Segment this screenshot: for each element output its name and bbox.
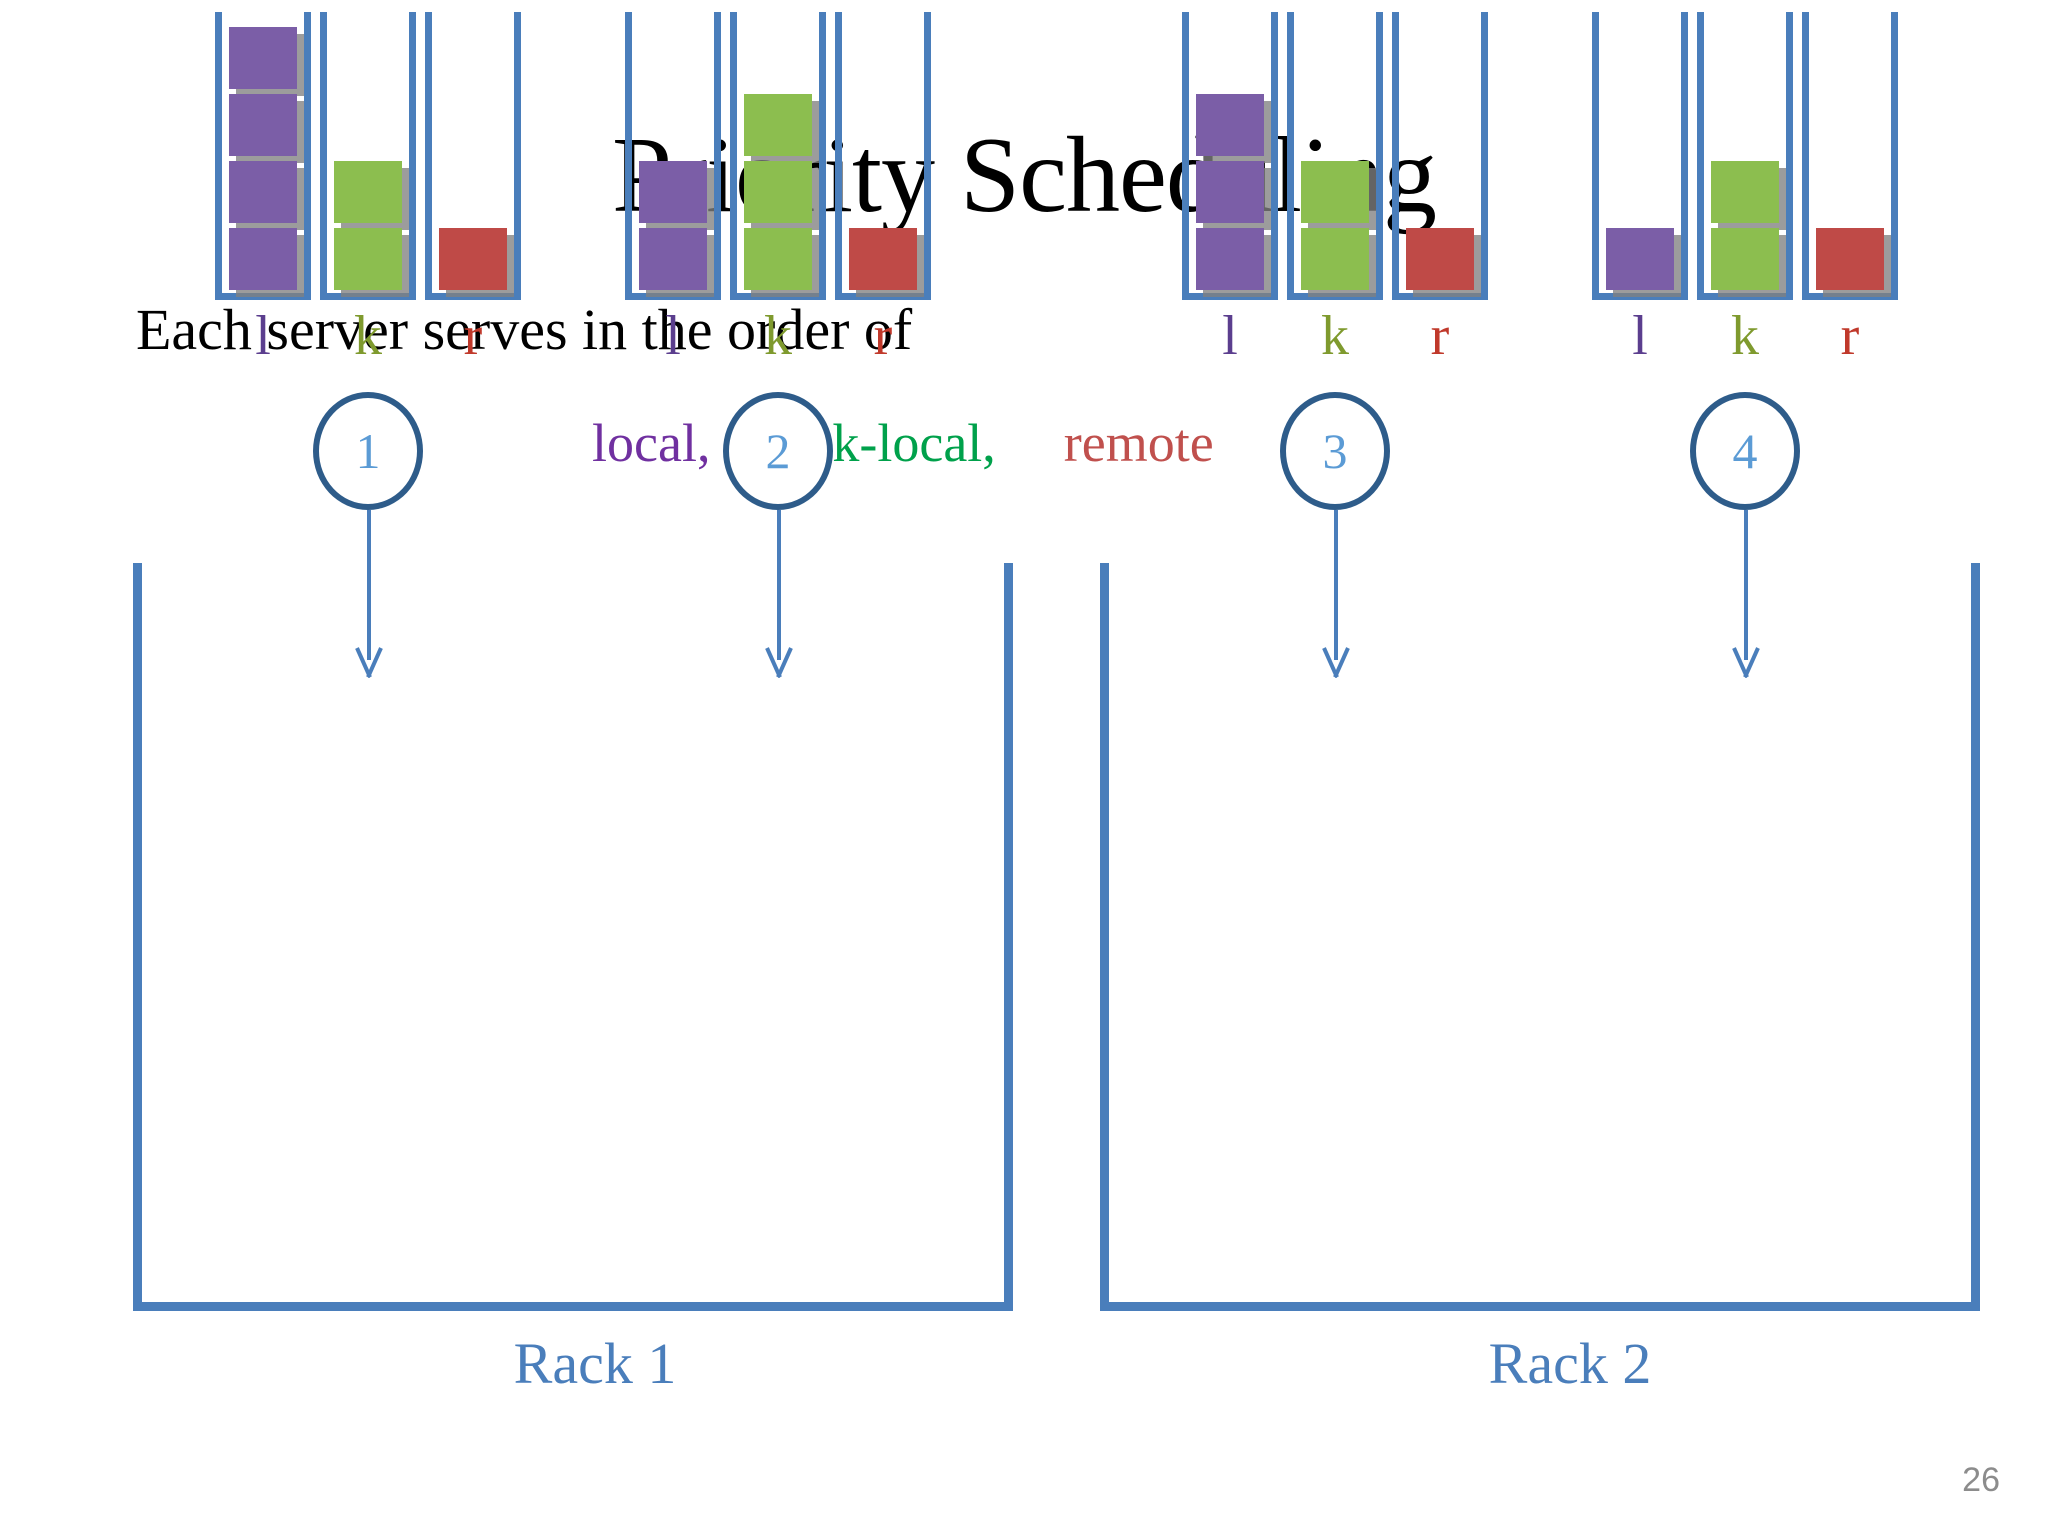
- queue-rack-local-server-3[interactable]: [1287, 12, 1383, 300]
- queue-label-k-server-1: k: [354, 305, 382, 367]
- queue-label-l-server-2: l: [665, 305, 681, 367]
- task-block-remote[interactable]: [1406, 228, 1474, 290]
- task-block-rack-local[interactable]: [1711, 161, 1779, 223]
- task-block-remote[interactable]: [1816, 228, 1884, 290]
- task-block-rack-local[interactable]: [334, 228, 402, 290]
- queue-set-4: [1570, 0, 1910, 300]
- server-node-3[interactable]: 3: [1280, 392, 1390, 510]
- queue-label-r-server-3: r: [1430, 305, 1450, 367]
- task-stack: [849, 223, 917, 290]
- task-stack: [334, 156, 402, 290]
- arrow-down-icon: [353, 648, 385, 680]
- task-stack: [744, 89, 812, 290]
- task-block-remote[interactable]: [849, 228, 917, 290]
- server-arrow-line-2: [777, 510, 781, 660]
- task-block-local[interactable]: [1196, 94, 1264, 156]
- queue-local-server-4[interactable]: [1592, 12, 1688, 300]
- server-node-2[interactable]: 2: [723, 392, 833, 510]
- task-stack: [1196, 89, 1264, 290]
- queue-remote-server-3[interactable]: [1392, 12, 1488, 300]
- arrow-down-icon: [1320, 648, 1352, 680]
- queue-set-2: [603, 0, 943, 300]
- task-stack: [229, 22, 297, 290]
- task-block-rack-local[interactable]: [744, 228, 812, 290]
- queue-remote-server-1[interactable]: [425, 12, 521, 300]
- task-block-rack-local[interactable]: [1301, 161, 1369, 223]
- task-stack: [1816, 223, 1884, 290]
- server-node-4[interactable]: 4: [1690, 392, 1800, 510]
- queue-label-r-server-2: r: [873, 305, 893, 367]
- task-stack: [1406, 223, 1474, 290]
- rack-container-1: [133, 563, 1013, 1311]
- queue-rack-local-server-2[interactable]: [730, 12, 826, 300]
- queue-local-server-1[interactable]: [215, 12, 311, 300]
- queue-remote-server-2[interactable]: [835, 12, 931, 300]
- server-node-1[interactable]: 1: [313, 392, 423, 510]
- task-stack: [1711, 156, 1779, 290]
- task-block-rack-local[interactable]: [1301, 228, 1369, 290]
- server-arrow-line-4: [1744, 510, 1748, 660]
- queue-local-server-2[interactable]: [625, 12, 721, 300]
- queue-label-k-server-3: k: [1321, 305, 1349, 367]
- task-block-local[interactable]: [639, 228, 707, 290]
- task-block-local[interactable]: [1196, 161, 1264, 223]
- server-arrow-line-1: [367, 510, 371, 660]
- task-block-local[interactable]: [229, 161, 297, 223]
- arrow-down-icon: [763, 648, 795, 680]
- task-stack: [1301, 156, 1369, 290]
- queue-label-r-server-4: r: [1840, 305, 1860, 367]
- task-block-rack-local[interactable]: [1711, 228, 1779, 290]
- queue-set-3: [1160, 0, 1500, 300]
- task-block-local[interactable]: [639, 161, 707, 223]
- subtitle-text: Each server serves in the order of: [136, 297, 913, 362]
- task-block-local[interactable]: [1196, 228, 1264, 290]
- server-arrow-line-3: [1334, 510, 1338, 660]
- task-stack: [639, 156, 707, 290]
- task-block-local[interactable]: [229, 228, 297, 290]
- queue-set-1: [193, 0, 533, 300]
- queue-label-k-server-2: k: [764, 305, 792, 367]
- rack-label-2: Rack 2: [1488, 1331, 1652, 1396]
- task-block-rack-local[interactable]: [744, 94, 812, 156]
- task-block-rack-local[interactable]: [744, 161, 812, 223]
- queue-label-l-server-3: l: [1222, 305, 1238, 367]
- rack-container-2: [1100, 563, 1980, 1311]
- priority-item-remote: remote: [1063, 413, 1214, 473]
- task-block-local[interactable]: [229, 94, 297, 156]
- queue-rack-local-server-4[interactable]: [1697, 12, 1793, 300]
- task-block-local[interactable]: [229, 27, 297, 89]
- task-block-rack-local[interactable]: [334, 161, 402, 223]
- priority-item-local: local,: [592, 413, 711, 473]
- queue-local-server-3[interactable]: [1182, 12, 1278, 300]
- task-block-remote[interactable]: [439, 228, 507, 290]
- page-number: 26: [1962, 1461, 2000, 1499]
- queue-label-l-server-1: l: [255, 305, 271, 367]
- queue-label-r-server-1: r: [463, 305, 483, 367]
- queue-label-l-server-4: l: [1632, 305, 1648, 367]
- rack-label-1: Rack 1: [513, 1331, 677, 1396]
- task-block-local[interactable]: [1606, 228, 1674, 290]
- queue-remote-server-4[interactable]: [1802, 12, 1898, 300]
- task-stack: [1606, 223, 1674, 290]
- queue-rack-local-server-1[interactable]: [320, 12, 416, 300]
- arrow-down-icon: [1730, 648, 1762, 680]
- queue-label-k-server-4: k: [1731, 305, 1759, 367]
- task-stack: [439, 223, 507, 290]
